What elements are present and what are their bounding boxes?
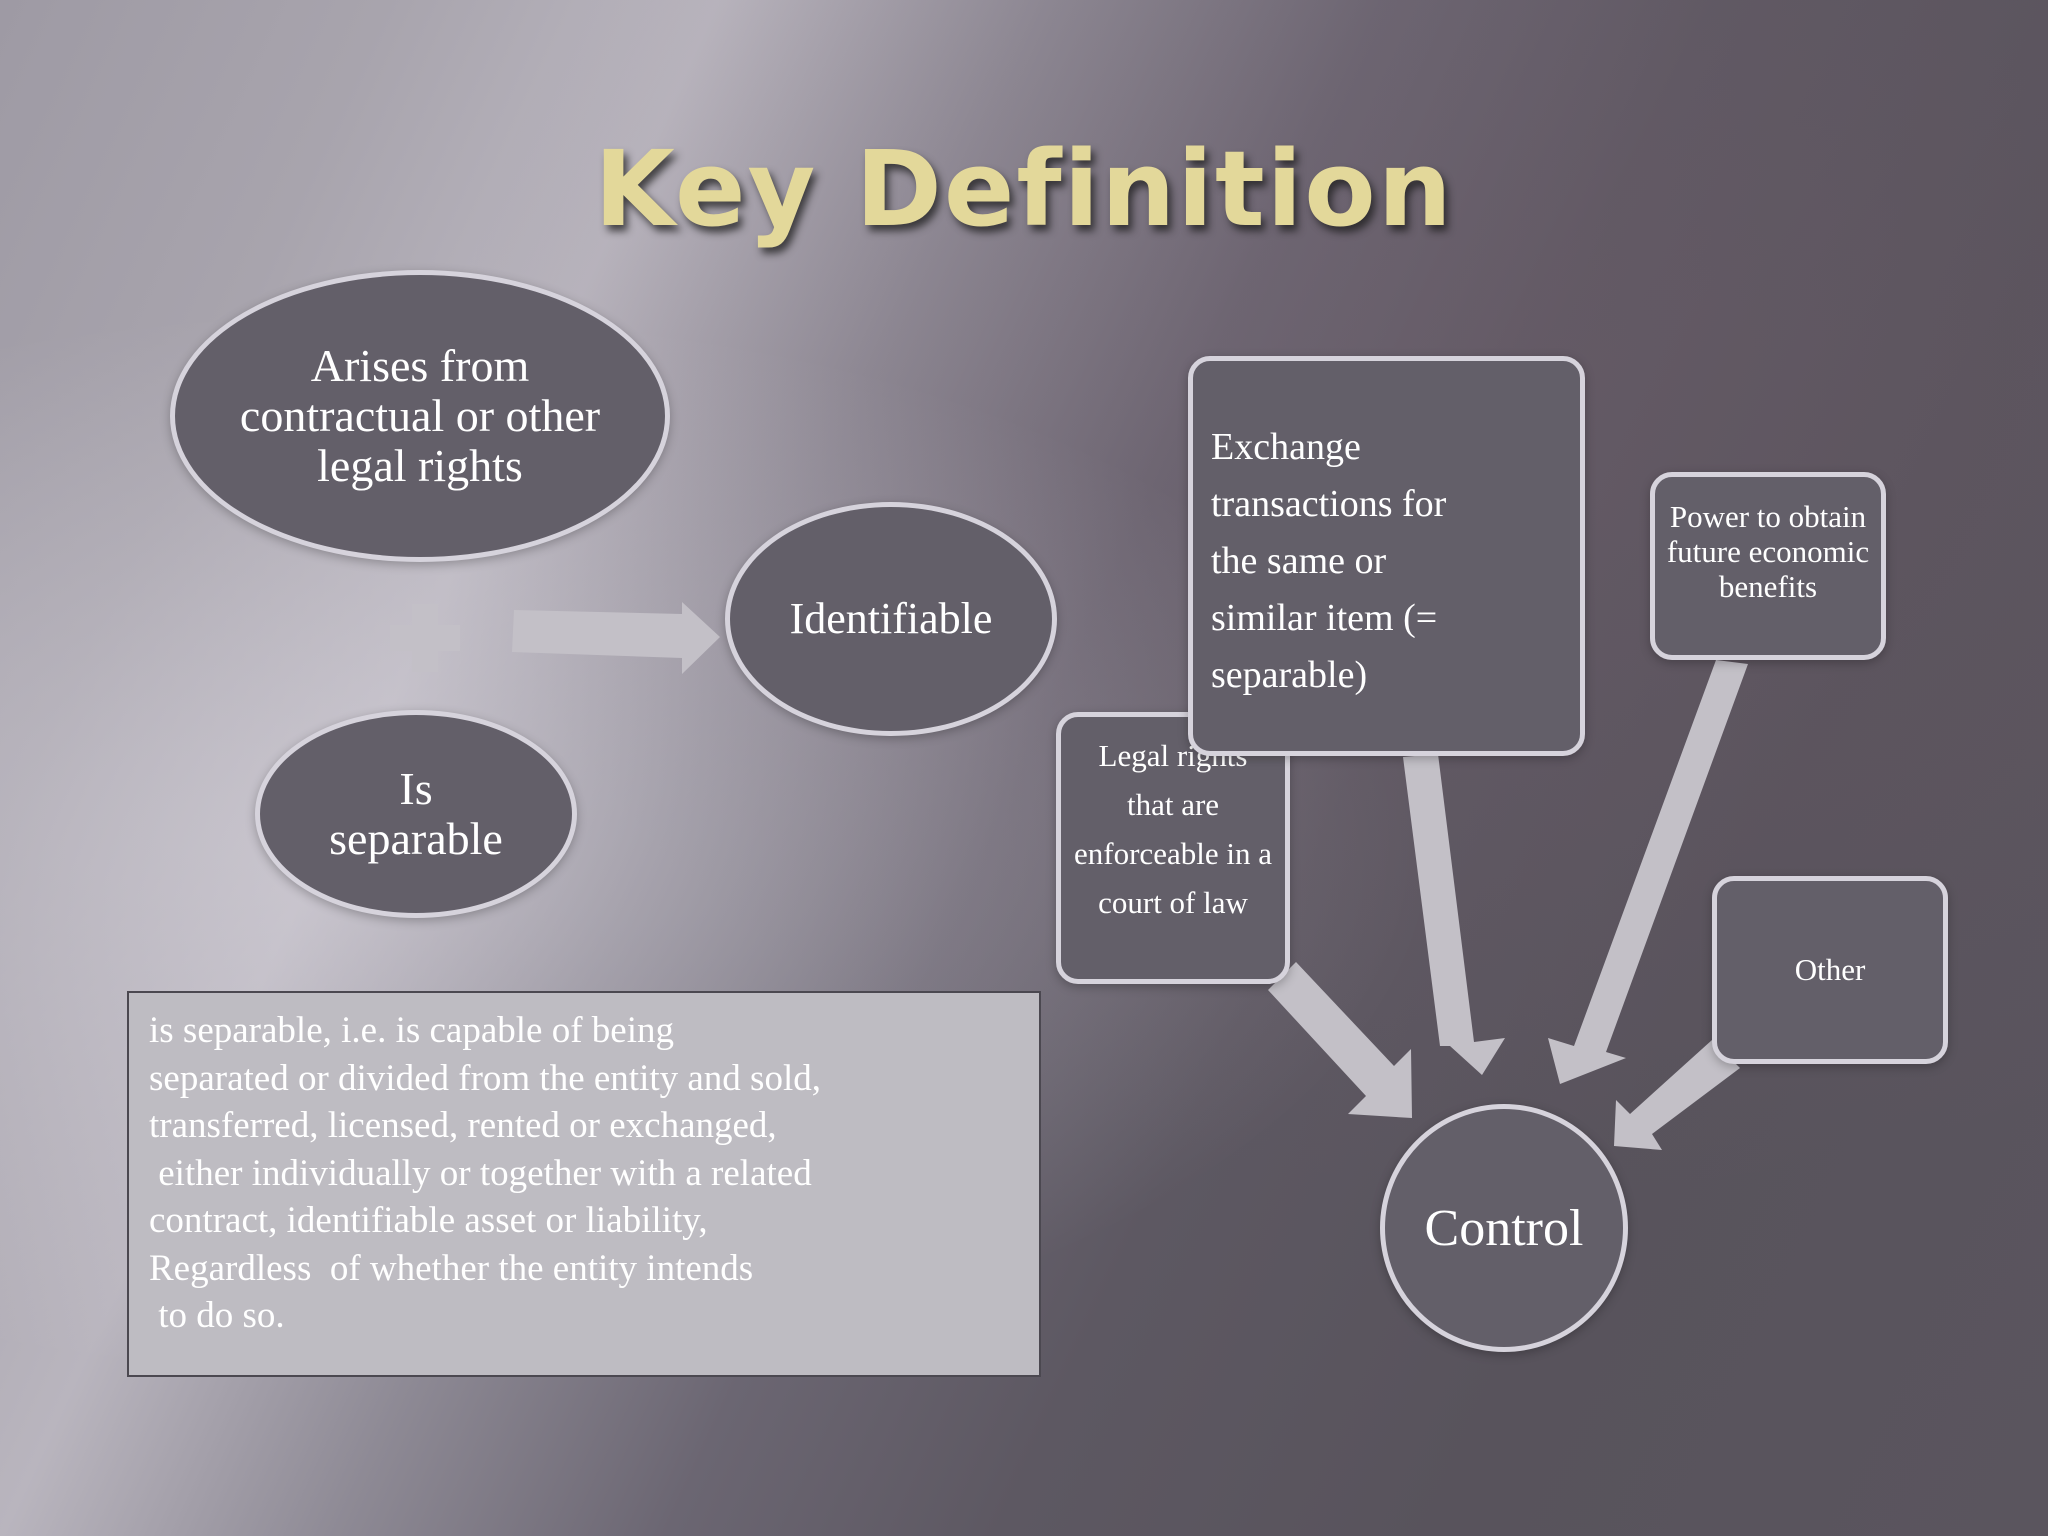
node-identifiable-label: Identifiable (789, 594, 993, 643)
node-is-separable: Is separable (255, 710, 577, 918)
slide-title: Key Definition (594, 128, 1454, 250)
node-arises-from-rights: Arises from contractual or other legal r… (170, 270, 670, 562)
node-exchange-transactions: Exchange transactions for the same or si… (1188, 356, 1585, 756)
node-power-label: Power to obtain future economic benefits (1666, 499, 1870, 604)
plus-icon (390, 604, 460, 672)
node-legal-rights-label: Legal rights that are enforceable in a c… (1074, 738, 1272, 920)
arrow-power-to-control (1548, 660, 1748, 1084)
node-control-label: Control (1424, 1199, 1584, 1257)
node-identifiable: Identifiable (725, 502, 1057, 736)
arrow-other-to-control (1614, 1040, 1740, 1150)
arrow-to-identifiable (512, 602, 720, 674)
node-power-benefits: Power to obtain future economic benefits (1650, 472, 1886, 660)
arrow-exchange-to-control (1403, 754, 1505, 1075)
separable-definition-note: is separable, i.e. is capable of being s… (127, 991, 1041, 1377)
node-arises-label: Arises from contractual or other legal r… (239, 340, 601, 491)
arrow-legal-to-control (1268, 962, 1412, 1118)
node-legal-rights: Legal rights that are enforceable in a c… (1056, 712, 1290, 984)
node-exchange-label: Exchange transactions for the same or si… (1211, 426, 1447, 696)
node-separable-label: Is separable (329, 763, 503, 864)
node-other-label: Other (1794, 952, 1866, 987)
node-control: Control (1380, 1104, 1628, 1352)
node-other: Other (1712, 876, 1948, 1064)
